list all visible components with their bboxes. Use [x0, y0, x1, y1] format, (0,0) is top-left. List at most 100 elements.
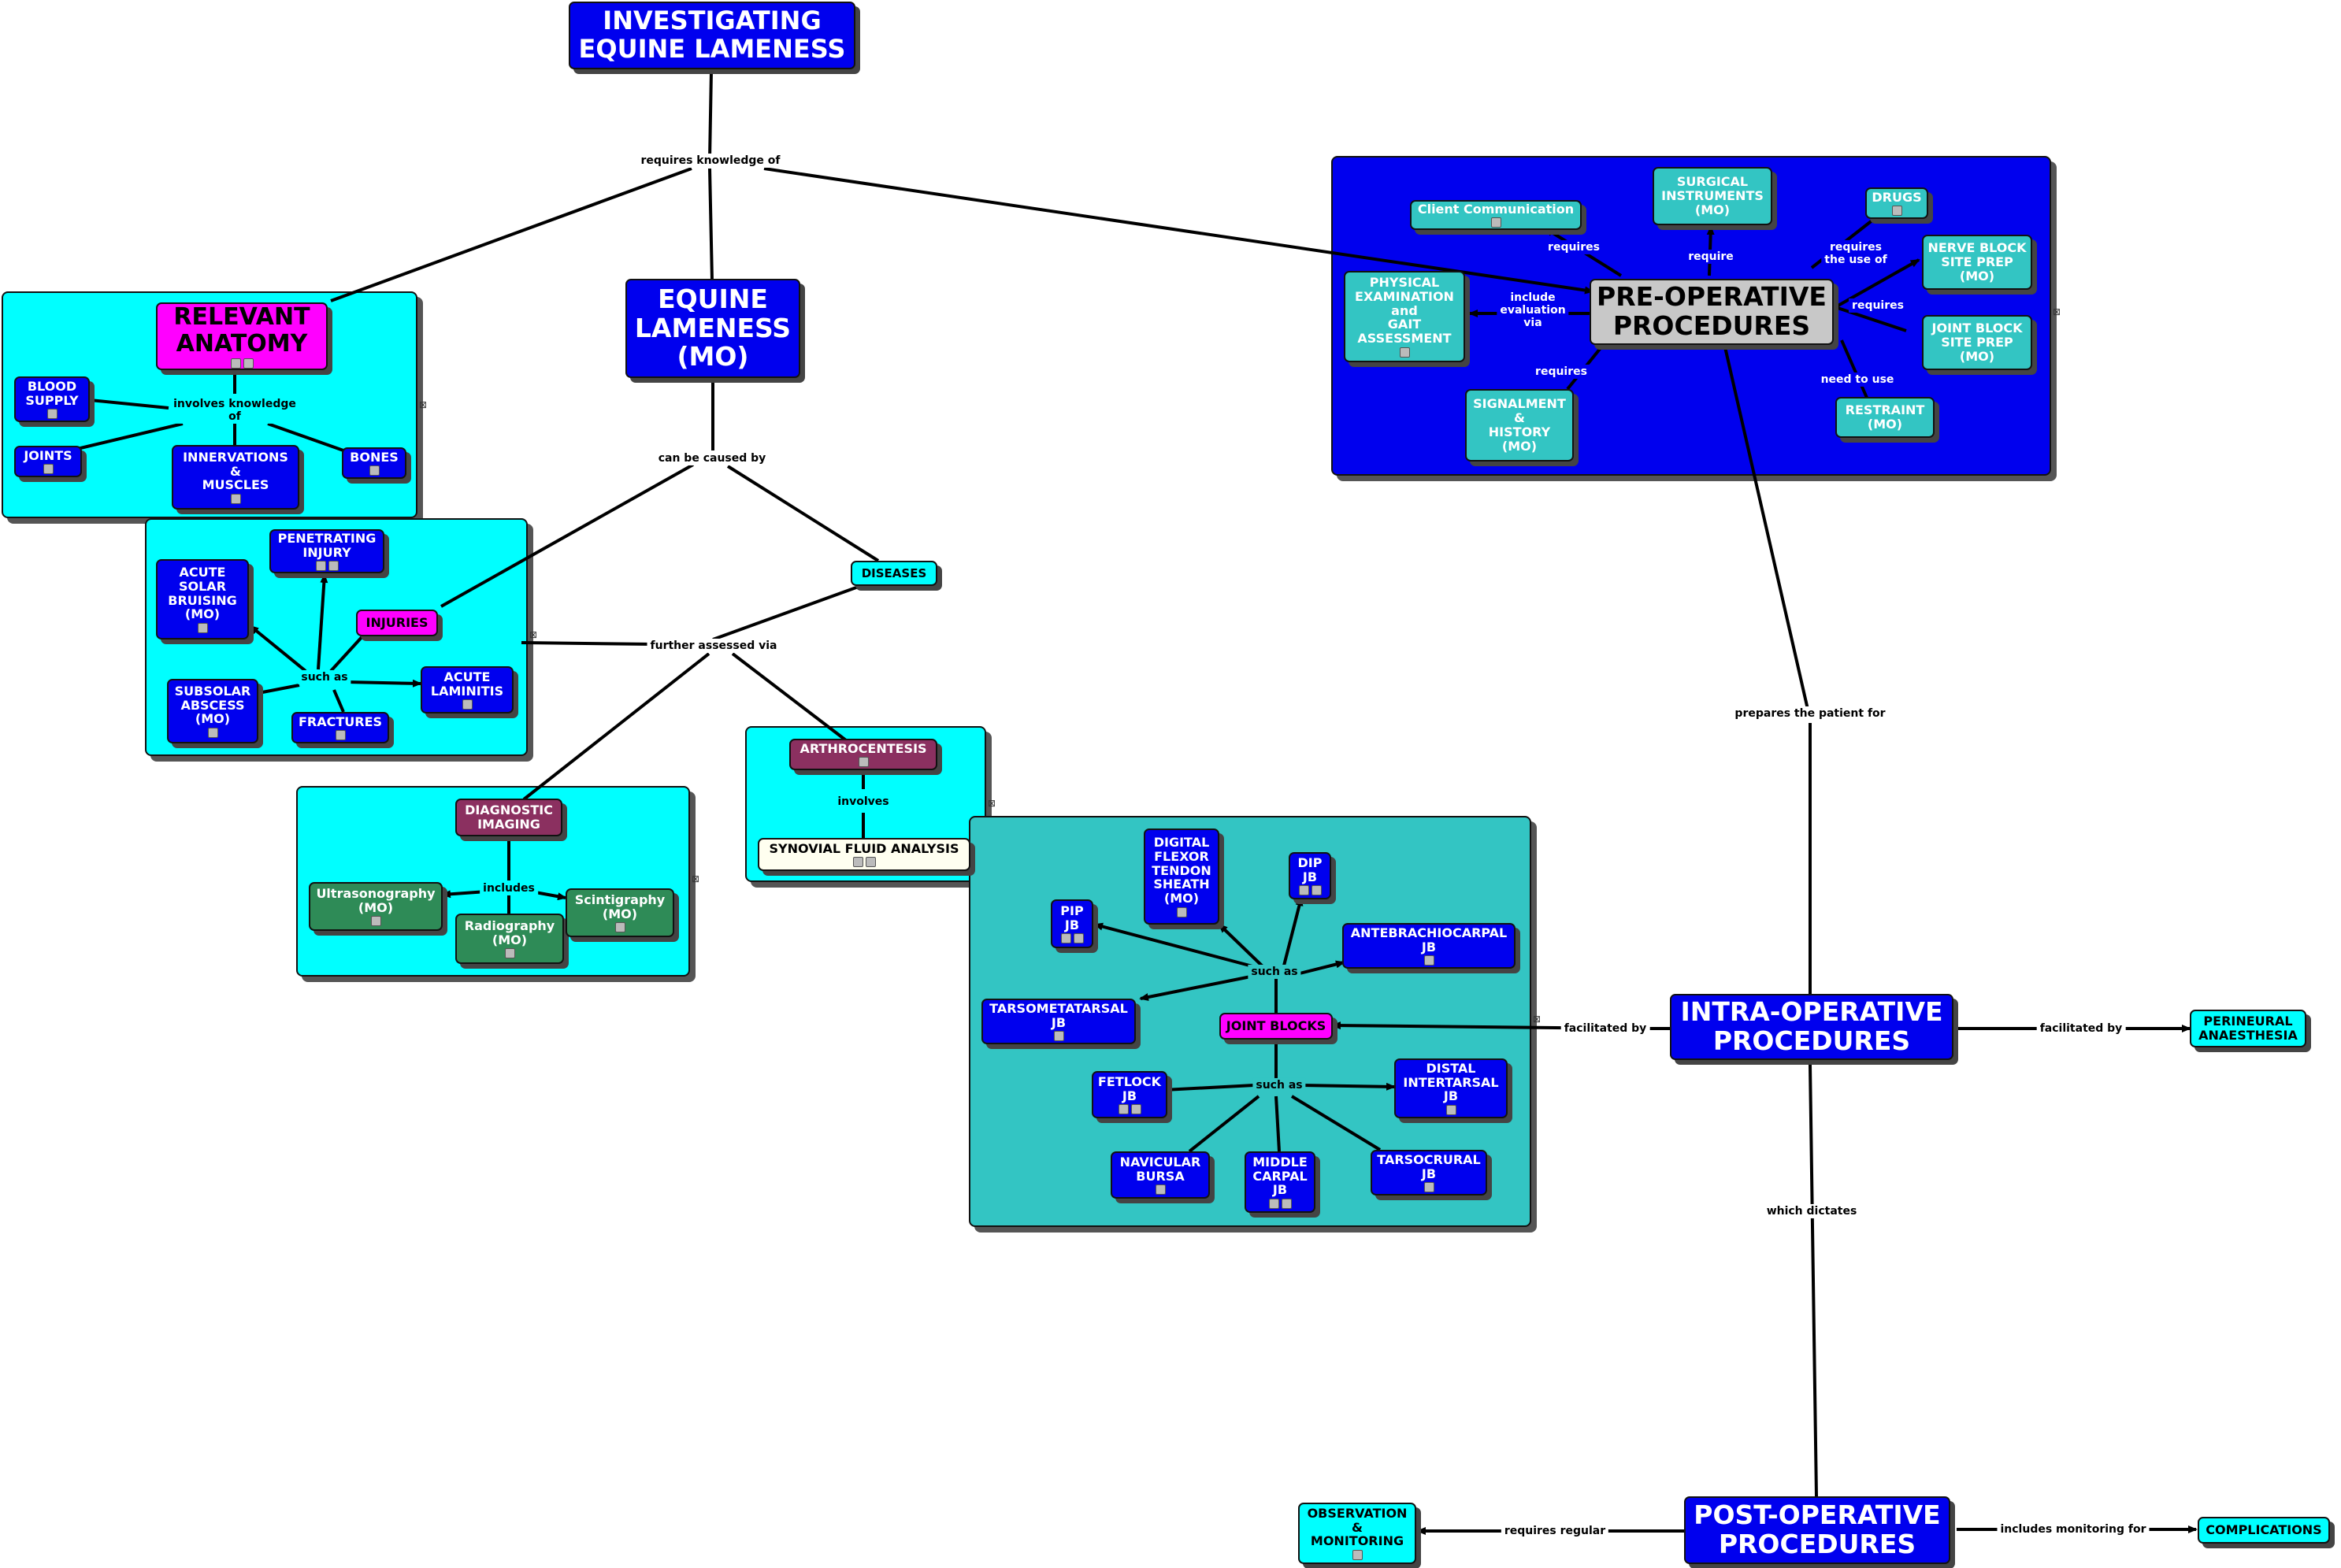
concept-fetlock-jb[interactable]: FETLOCK JB: [1092, 1071, 1167, 1118]
concept-scintigraphy[interactable]: Scintigraphy (MO): [566, 888, 674, 937]
concept-pre-operative-procedures[interactable]: PRE-OPERATIVE PROCEDURES: [1590, 279, 1834, 345]
resource-icon[interactable]: [46, 409, 58, 420]
resource-icon[interactable]: [1118, 1104, 1129, 1115]
concept-diseases[interactable]: DISEASES: [851, 561, 937, 586]
collapse-toggle-icon[interactable]: ⊠: [2052, 306, 2061, 317]
resource-icon[interactable]: [1311, 885, 1322, 896]
concept-diagnostic-imaging[interactable]: DIAGNOSTIC IMAGING: [455, 799, 562, 836]
concept-client-communication[interactable]: Client Communication: [1410, 200, 1582, 230]
link-label: require: [1685, 249, 1737, 265]
concept-penetrating-injury[interactable]: PENETRATING INJURY: [269, 529, 384, 573]
concept-bones[interactable]: BONES: [342, 447, 406, 479]
link-label: such as: [1248, 964, 1301, 980]
link-label: requires regular: [1501, 1523, 1609, 1539]
concept-injuries[interactable]: INJURIES: [356, 610, 438, 636]
link-label: include evaluation via: [1497, 290, 1569, 331]
concept-blood-supply[interactable]: BLOOD SUPPLY: [14, 376, 90, 422]
resource-icon[interactable]: [335, 730, 346, 741]
concept-acute-laminitis[interactable]: ACUTE LAMINITIS: [421, 666, 514, 714]
link-label: facilitated by: [1560, 1021, 1650, 1036]
resource-icon[interactable]: [1155, 1184, 1166, 1195]
link-label: involves: [834, 794, 892, 810]
concept-investigating-equine-lameness[interactable]: INVESTIGATING EQUINE LAMENESS: [569, 2, 855, 69]
concept-tarsocrural-jb[interactable]: TARSOCRURAL JB: [1371, 1150, 1487, 1195]
concept-fractures[interactable]: FRACTURES: [291, 712, 389, 743]
collapse-toggle-icon[interactable]: ⊠: [1532, 1014, 1541, 1025]
collapse-toggle-icon[interactable]: ⊠: [987, 798, 996, 809]
concept-navicular-bursa[interactable]: NAVICULAR BURSA: [1111, 1151, 1210, 1199]
resource-icon[interactable]: [1130, 1104, 1141, 1115]
concept-distal-intertarsal-jb[interactable]: DISTAL INTERTARSAL JB: [1394, 1058, 1508, 1118]
concept-ultrasonography[interactable]: Ultrasonography (MO): [309, 882, 443, 931]
concept-observation-monitoring[interactable]: OBSERVATION & MONITORING: [1298, 1503, 1416, 1564]
resource-icon[interactable]: [865, 857, 876, 868]
concept-drugs[interactable]: DRUGS: [1865, 187, 1928, 219]
concept-antebrachiocarpal-jb[interactable]: ANTEBRACHIOCARPAL JB: [1342, 923, 1516, 969]
concept-physical-examination[interactable]: PHYSICAL EXAMINATION and GAIT ASSESSMENT: [1344, 271, 1465, 362]
resource-icon[interactable]: [852, 857, 863, 868]
concept-surgical-instruments[interactable]: SURGICAL INSTRUMENTS (MO): [1653, 167, 1772, 225]
resource-icon[interactable]: [1053, 1031, 1064, 1042]
collapse-toggle-icon[interactable]: ⊠: [691, 873, 699, 884]
concept-dip-jb[interactable]: DIP JB: [1289, 852, 1331, 899]
resource-icon[interactable]: [1490, 217, 1501, 228]
resource-icon[interactable]: [1268, 1199, 1279, 1210]
resource-icon[interactable]: [1060, 933, 1071, 944]
concept-perineural-anaesthesia[interactable]: PERINEURAL ANAESTHESIA: [2190, 1010, 2306, 1047]
concept-digital-flexor-tendon-sheath[interactable]: DIGITAL FLEXOR TENDON SHEATH (MO): [1144, 828, 1219, 925]
resource-icon[interactable]: [207, 728, 218, 739]
concept-radiography[interactable]: Radiography (MO): [455, 914, 564, 964]
resource-icon[interactable]: [243, 358, 254, 369]
concept-joints[interactable]: JOINTS: [14, 446, 82, 477]
concept-complications[interactable]: COMPLICATIONS: [2198, 1517, 2330, 1544]
resource-icon[interactable]: [504, 948, 515, 959]
concept-relevant-anatomy[interactable]: RELEVANT ANATOMY: [156, 302, 328, 370]
concept-innervations-muscles[interactable]: INNERVATIONS & MUSCLES: [172, 445, 299, 510]
resource-icon[interactable]: [858, 757, 869, 768]
concept-synovial-fluid-analysis[interactable]: SYNOVIAL FLUID ANALYSIS: [758, 838, 970, 871]
link-label: includes monitoring for: [1997, 1522, 2150, 1537]
resource-icon[interactable]: [1176, 907, 1187, 918]
resource-icon[interactable]: [1423, 1182, 1434, 1193]
resource-icon[interactable]: [197, 623, 208, 634]
concept-pip-jb[interactable]: PIP JB: [1051, 899, 1093, 948]
link-label: requires the use of: [1821, 239, 1890, 268]
link-label: such as: [298, 669, 351, 685]
resource-icon[interactable]: [370, 916, 381, 927]
concept-acute-solar-bruising[interactable]: ACUTE SOLAR BRUISING (MO): [156, 559, 249, 639]
collapse-toggle-icon[interactable]: ⊠: [418, 399, 427, 410]
resource-icon[interactable]: [230, 358, 241, 369]
resource-icon[interactable]: [1445, 1105, 1456, 1116]
concept-joint-blocks[interactable]: JOINT BLOCKS: [1219, 1013, 1333, 1040]
resource-icon[interactable]: [1399, 347, 1410, 358]
concept-nerve-block-site-prep[interactable]: NERVE BLOCK SITE PREP (MO): [1922, 235, 2032, 290]
resource-icon[interactable]: [1073, 933, 1084, 944]
collapse-toggle-icon[interactable]: ⊠: [529, 629, 537, 640]
resource-icon[interactable]: [1298, 885, 1309, 896]
concept-post-operative-procedures[interactable]: POST-OPERATIVE PROCEDURES: [1684, 1496, 1950, 1564]
resource-icon[interactable]: [230, 494, 241, 505]
concept-arthrocentesis[interactable]: ARTHROCENTESIS: [789, 739, 937, 770]
resource-icon[interactable]: [1891, 206, 1902, 217]
resource-icon[interactable]: [328, 561, 339, 572]
resource-icon[interactable]: [43, 464, 54, 475]
resource-icon[interactable]: [1423, 955, 1434, 966]
concept-subsolar-abscess[interactable]: SUBSOLAR ABSCESS (MO): [167, 679, 258, 743]
concept-restraint[interactable]: RESTRAINT (MO): [1835, 397, 1935, 438]
concept-intra-operative-procedures[interactable]: INTRA-OPERATIVE PROCEDURES: [1670, 994, 1953, 1060]
concept-middle-carpal-jb[interactable]: MIDDLE CARPAL JB: [1245, 1151, 1315, 1213]
resource-icon[interactable]: [462, 699, 473, 710]
resource-icon[interactable]: [614, 922, 625, 933]
concept-equine-lameness[interactable]: EQUINE LAMENESS (MO): [625, 279, 800, 378]
link-label: involves knowledge of: [170, 396, 299, 424]
resource-icon[interactable]: [1281, 1199, 1292, 1210]
link-label: further assessed via: [647, 638, 781, 654]
link-label: prepares the patient for: [1731, 706, 1889, 721]
concept-tarsometatarsal-jb[interactable]: TARSOMETATARSAL JB: [981, 999, 1136, 1044]
resource-icon[interactable]: [369, 465, 380, 476]
resource-icon[interactable]: [1352, 1550, 1363, 1561]
link-label: requires knowledge of: [637, 153, 784, 169]
concept-signalment-history[interactable]: SIGNALMENT & HISTORY (MO): [1465, 389, 1574, 462]
concept-joint-block-site-prep[interactable]: JOINT BLOCK SITE PREP (MO): [1922, 315, 2032, 370]
resource-icon[interactable]: [315, 561, 326, 572]
